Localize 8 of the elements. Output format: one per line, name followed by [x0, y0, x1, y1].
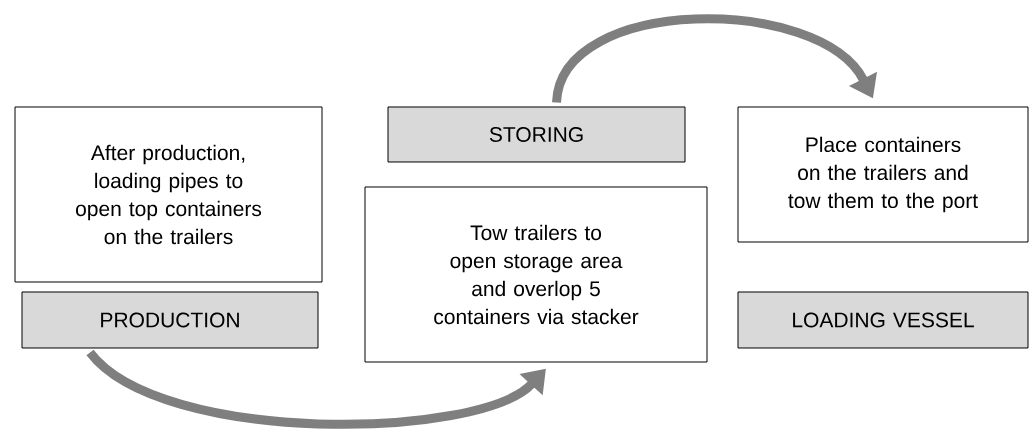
- stage-box: STORING: [387, 106, 686, 163]
- stage-box: PRODUCTION: [21, 291, 319, 349]
- description-box: Tow trailers to open storage area and overlop 5 containers via stacker: [364, 186, 708, 363]
- description-box: Place containers on the trailers and tow them to the port: [737, 106, 1029, 243]
- curved-arrow: [86, 349, 546, 429]
- curved-arrow: [552, 14, 878, 104]
- stage-box: LOADING VESSEL: [737, 291, 1029, 349]
- description-box: After production, loading pipes to open top containers on the trailers: [14, 106, 323, 283]
